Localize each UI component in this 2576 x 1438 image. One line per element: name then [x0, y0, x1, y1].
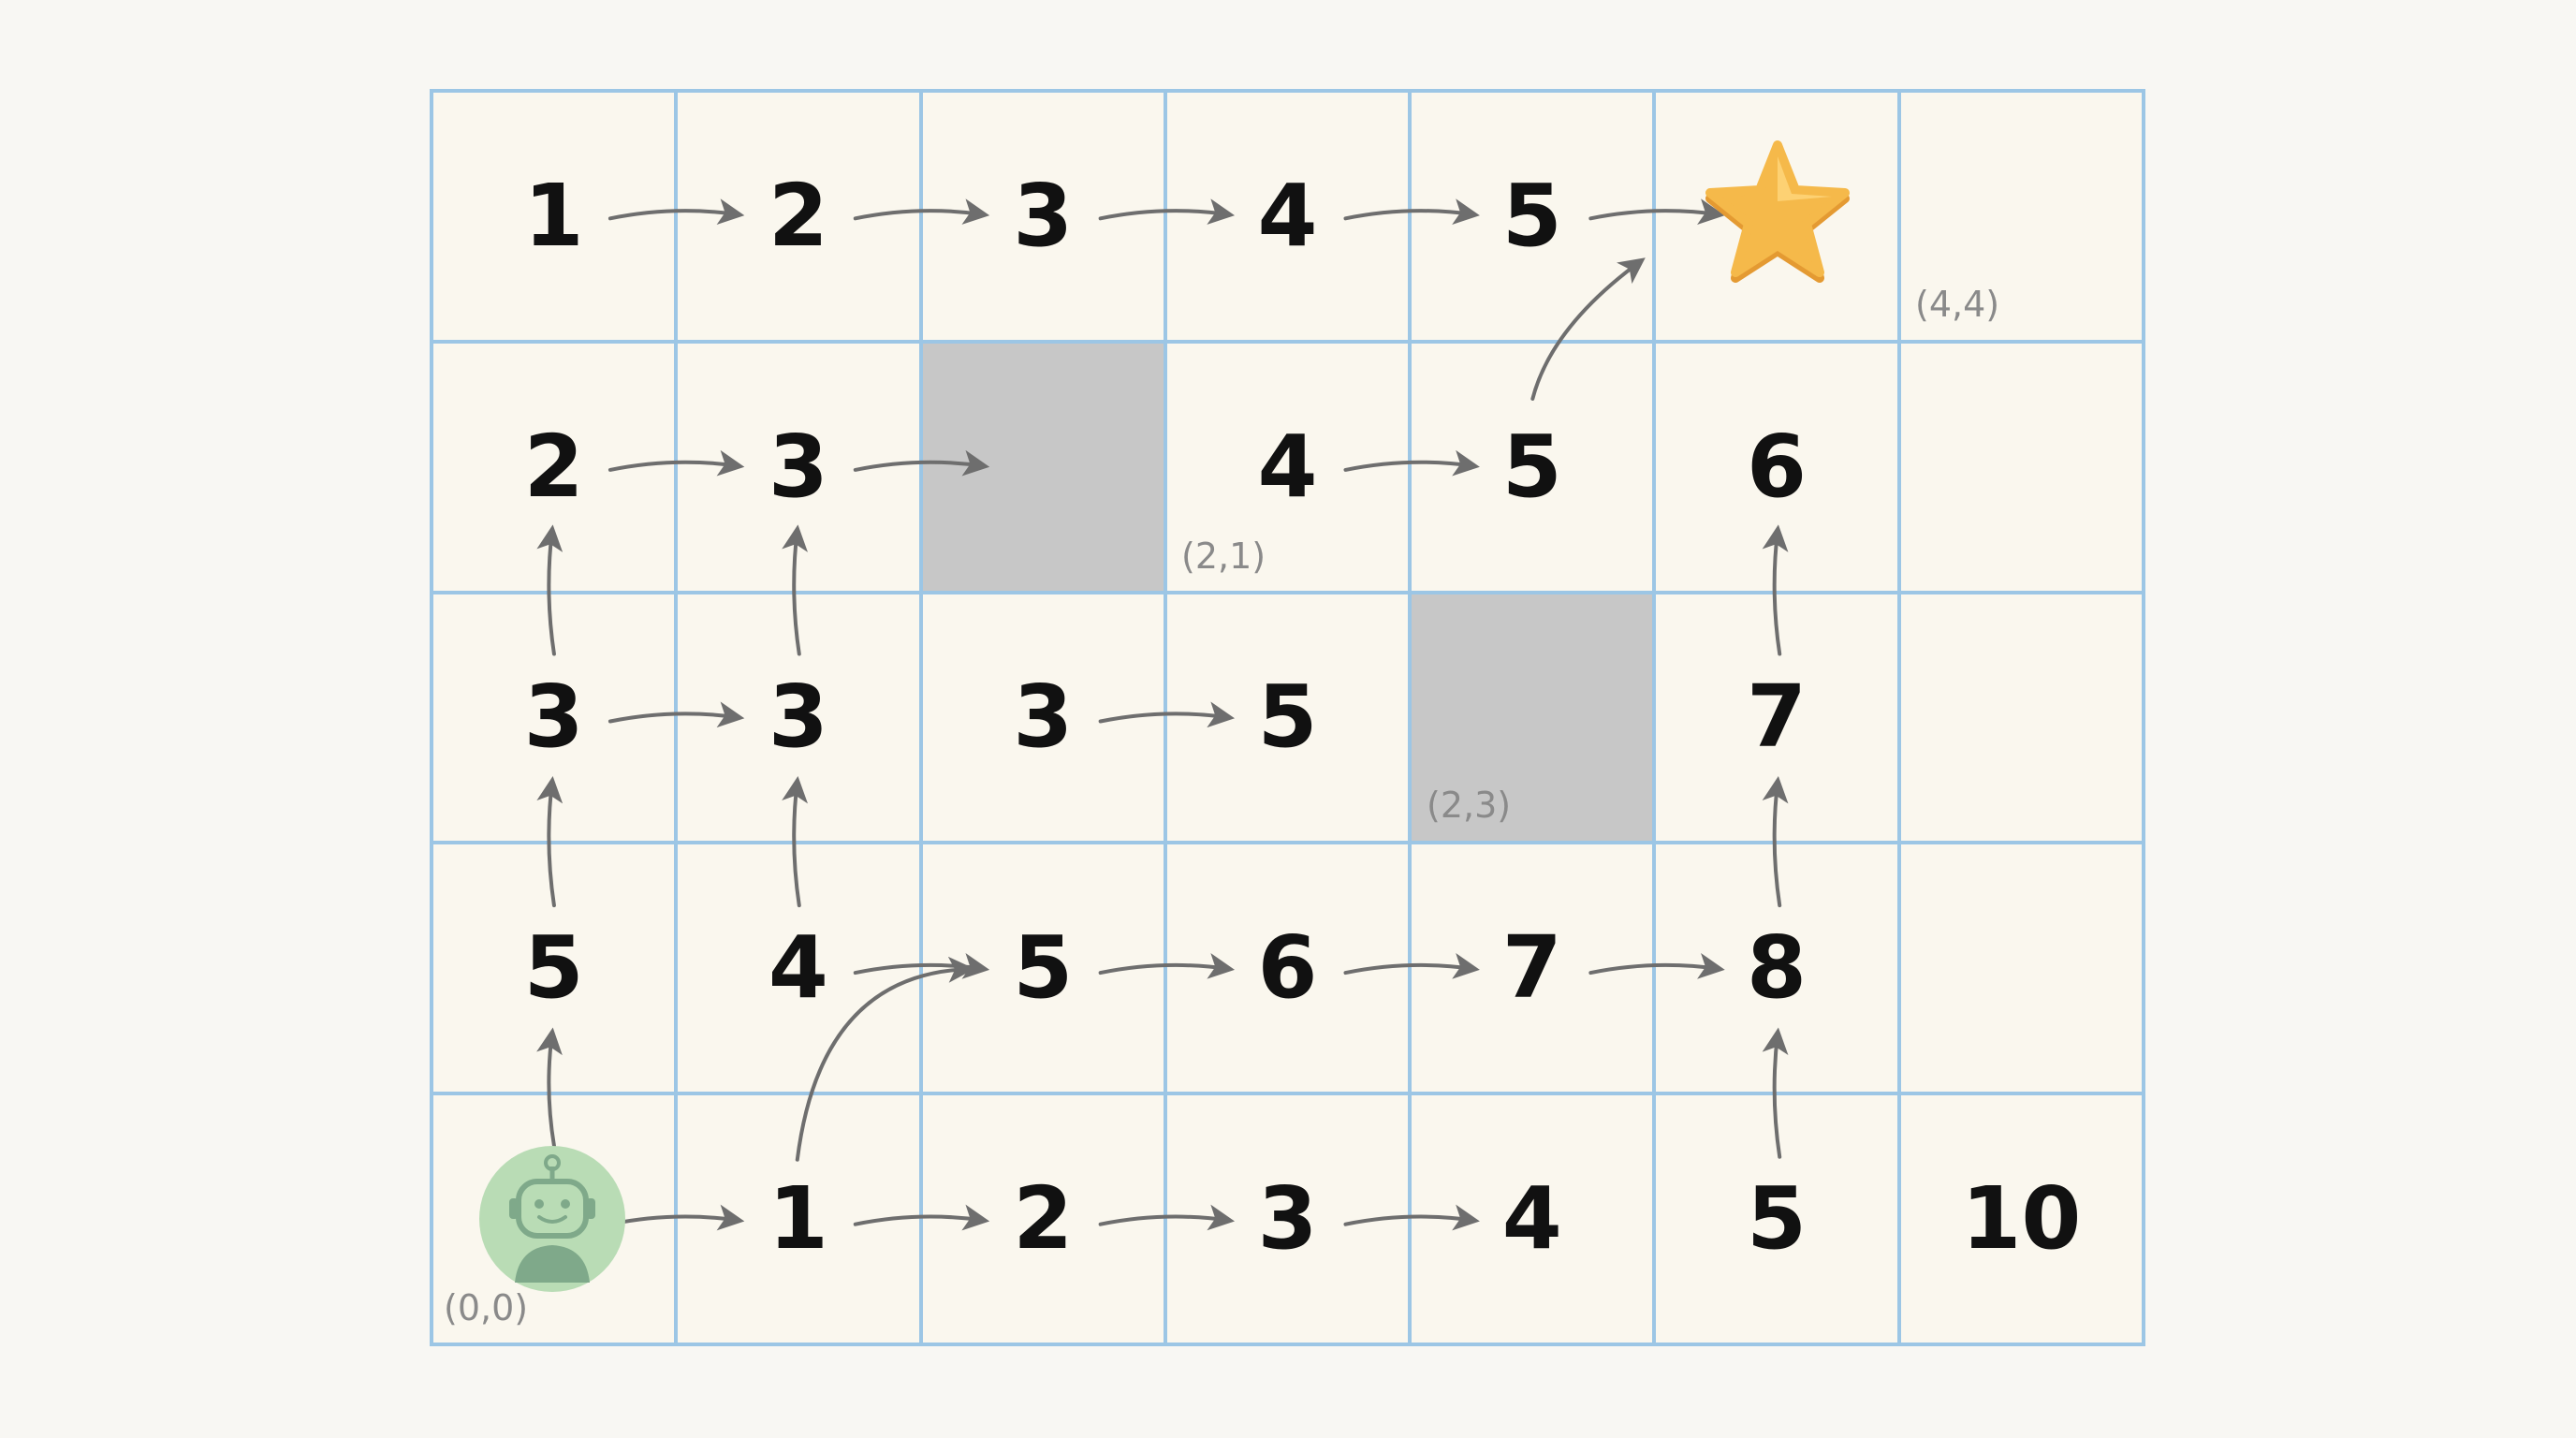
cell-value: 4 [1501, 1168, 1562, 1269]
coord-label-goal: (4,4) [1915, 284, 2000, 325]
cell-value: 1 [523, 165, 584, 266]
grid-cell: 2 [919, 1093, 1166, 1345]
empty-cell [1897, 90, 2144, 343]
grid-cell: 5 [919, 842, 1166, 1095]
cell-value: 3 [1013, 667, 1074, 768]
coord-label-obstacle-a: (2,1) [1181, 536, 1266, 577]
cell-value: 6 [1747, 416, 1808, 517]
coord-label-obstacle-b: (2,3) [1427, 785, 1512, 826]
cell-value: 1 [768, 1168, 828, 1269]
cell-value: 5 [1501, 416, 1562, 517]
grid-cell: 6 [1164, 842, 1412, 1095]
cell-value: 2 [523, 416, 584, 517]
cell-value: 2 [1013, 1168, 1074, 1269]
empty-cell [1897, 591, 2144, 844]
cell-value: 10 [1961, 1168, 2082, 1269]
cell-value: 8 [1747, 917, 1808, 1019]
grid-cell: 3 [919, 591, 1166, 844]
grid-cell: 8 [1653, 842, 1900, 1095]
cell-value: 4 [1257, 416, 1318, 517]
cell-value: 5 [1501, 165, 1562, 266]
cell-value: 4 [768, 917, 828, 1019]
cell-value: 3 [523, 667, 584, 768]
grid-cell: 6 [1653, 340, 1900, 594]
cell-value: 3 [1257, 1168, 1318, 1269]
grid-cell: 4 [1409, 1093, 1656, 1345]
coord-label-start: (0,0) [444, 1287, 529, 1328]
grid-cell: 2 [675, 90, 922, 343]
grid-cell: 4 [675, 842, 922, 1095]
cell-value: 3 [768, 416, 828, 517]
cell-value: 5 [1257, 667, 1318, 768]
grid-cell: 3 [431, 591, 678, 844]
obstacle-cell [919, 340, 1166, 594]
cell-value: 3 [768, 667, 828, 768]
grid-cell: 3 [675, 591, 922, 844]
grid-cell: 7 [1653, 591, 1900, 844]
grid-cell: 5 [1653, 1093, 1900, 1345]
cell-value: 3 [1013, 165, 1074, 266]
cell-value: 2 [768, 165, 828, 266]
grid-cell: 1 [431, 90, 678, 343]
star-icon [1701, 136, 1854, 293]
grid-cell: 5 [431, 842, 678, 1095]
cell-value: 7 [1501, 917, 1562, 1019]
cell-value: 5 [1013, 917, 1074, 1019]
grid-cell: 10 [1897, 1093, 2144, 1345]
robot-icon [477, 1144, 627, 1298]
empty-cell [1897, 842, 2144, 1095]
empty-cell [1897, 340, 2144, 594]
cell-value: 5 [523, 917, 584, 1019]
grid-cell: 2 [431, 340, 678, 594]
grid-cell: 7 [1409, 842, 1656, 1095]
cell-value: 4 [1257, 165, 1318, 266]
grid-cell: 5 [1164, 591, 1412, 844]
cell-value: 7 [1747, 667, 1808, 768]
grid-cell: 3 [1164, 1093, 1412, 1345]
grid-map: 1 2 3 4 5 2 3 4 5 6 3 3 3 5 7 5 4 5 6 7 8 1 2 3 4 5 10 [430, 89, 2145, 1346]
cell-value: 6 [1257, 917, 1318, 1019]
grid-cell: 3 [919, 90, 1166, 343]
grid-cell: 5 [1409, 340, 1656, 594]
cell-value: 5 [1747, 1168, 1808, 1269]
grid-cell: 4 [1164, 90, 1412, 343]
grid-cell: 1 [675, 1093, 922, 1345]
grid-cell: 5 [1409, 90, 1656, 343]
obstacle-cell [1409, 591, 1656, 844]
grid-cell: 3 [675, 340, 922, 594]
